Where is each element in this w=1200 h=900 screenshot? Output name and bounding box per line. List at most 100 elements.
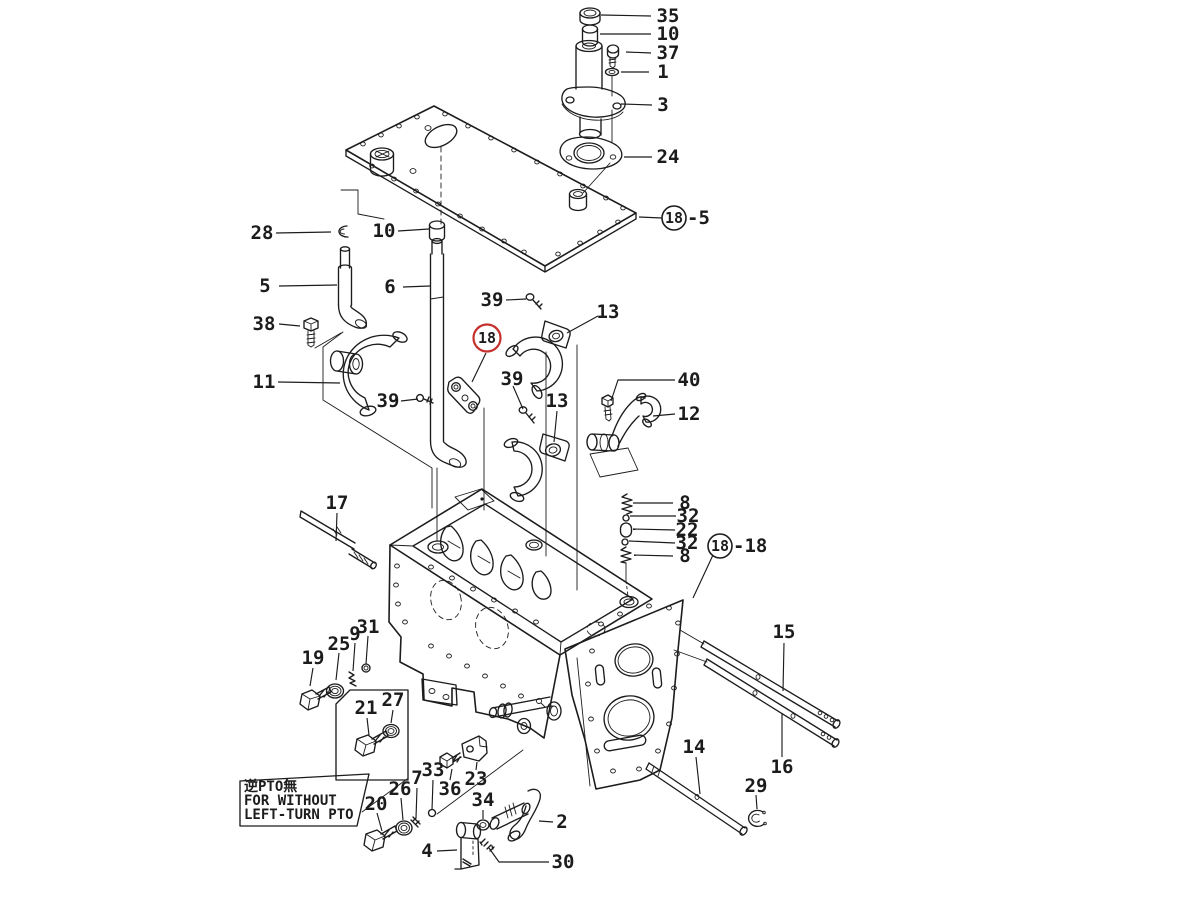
- svg-text:15: 15: [773, 621, 796, 643]
- part-label-3-4: 3: [657, 94, 668, 116]
- svg-text:38: 38: [253, 313, 276, 335]
- svg-text:12: 12: [678, 403, 701, 425]
- svg-text:2: 2: [556, 811, 567, 833]
- bracket-4: [454, 821, 482, 870]
- part-label-6-10: 6: [384, 276, 395, 298]
- svg-text:28: 28: [251, 222, 274, 244]
- svg-text:27: 27: [382, 689, 405, 711]
- svg-text:37: 37: [657, 42, 680, 64]
- top-cover-plate: [340, 105, 637, 273]
- svg-text:-5: -5: [687, 207, 710, 229]
- leader-line-32b: [628, 540, 676, 544]
- svg-text:7: 7: [411, 767, 422, 789]
- inset-box-21-27: [335, 689, 409, 781]
- transmission-case: [361, 344, 684, 815]
- leader-line-21: [366, 717, 370, 736]
- svg-text:4: 4: [421, 840, 432, 862]
- svg-text:8: 8: [679, 492, 690, 514]
- svg-text:39: 39: [501, 368, 524, 390]
- leader-line-14: [695, 756, 701, 795]
- leader-line-2: [538, 820, 554, 823]
- svg-text:23: 23: [465, 768, 488, 790]
- svg-text:9: 9: [349, 623, 360, 645]
- leader-line-5: [278, 284, 338, 287]
- part-label-38-11: 38: [253, 313, 276, 335]
- part-label-31-31: 31: [357, 616, 380, 638]
- pin-7: [410, 816, 421, 828]
- svg-text:8: 8: [679, 545, 690, 567]
- part-label-27-33: 27: [382, 689, 405, 711]
- label-circle: [707, 533, 733, 559]
- part-label-39-15: 39: [377, 390, 400, 412]
- shift-rail-16: [673, 629, 840, 748]
- rod-17: [299, 510, 377, 570]
- part-label-35-0: 35: [657, 5, 680, 27]
- part-label-1-3: 1: [657, 61, 668, 83]
- leader-line-6: [402, 285, 431, 288]
- leader-line-13a: [566, 315, 599, 334]
- part-label-16-47: 16: [771, 756, 794, 778]
- leader-line-26: [400, 797, 404, 821]
- leader-line-8b: [633, 554, 674, 557]
- svg-text:18: 18: [711, 537, 729, 555]
- part-label-28-7: 28: [251, 222, 274, 244]
- svg-text:40: 40: [678, 369, 701, 391]
- svg-text:11: 11: [253, 371, 276, 393]
- leader-line-18r: [471, 352, 487, 383]
- svg-text:29: 29: [745, 775, 768, 797]
- svg-text:10: 10: [657, 23, 680, 45]
- rod-14: [645, 762, 748, 836]
- svg-text:22: 22: [676, 519, 699, 541]
- svg-text:32: 32: [677, 505, 700, 527]
- svg-text:39: 39: [377, 390, 400, 412]
- detent-parts: [619, 493, 633, 597]
- leader-line-35: [600, 14, 652, 17]
- svg-text:1: 1: [657, 61, 668, 83]
- part-label-13-13: 13: [597, 301, 620, 323]
- part-label-20-34: 20: [365, 793, 388, 815]
- note-line-1: 逆PTO無: [244, 778, 297, 795]
- svg-text:16: 16: [771, 756, 794, 778]
- svg-text:25: 25: [328, 633, 351, 655]
- highlight-circle: [472, 323, 502, 353]
- part-label-22-23: 22: [676, 519, 699, 541]
- shift-rail-15: [700, 640, 841, 729]
- leader-line-27: [390, 709, 394, 724]
- shaft-collar-assembly: [488, 696, 562, 735]
- spring-pin-30: [479, 838, 495, 852]
- leader-line-9: [352, 642, 356, 672]
- bolt-36: [439, 752, 462, 769]
- leader-line-11: [277, 381, 341, 384]
- shift-rod-6: [428, 220, 467, 541]
- part-label-32-22: 32: [677, 505, 700, 527]
- note-line-2: FOR WITHOUT: [244, 793, 337, 809]
- leader-line-18-5: [638, 216, 663, 219]
- leader-line-29: [755, 794, 758, 810]
- svg-text:5: 5: [259, 275, 270, 297]
- part-label-30-43: 30: [552, 851, 575, 873]
- shift-cam-18: [447, 376, 495, 511]
- note-line-3: LEFT-TURN PTO: [244, 807, 354, 823]
- shift-fork-11: [314, 331, 433, 509]
- part-label-33-37: 33: [422, 759, 445, 781]
- leader-line-25: [335, 652, 340, 681]
- part-label-39-12: 39: [481, 289, 504, 311]
- leader-line-30: [488, 847, 549, 863]
- part-label-11-20: 11: [253, 371, 276, 393]
- shift-fork-12: [586, 392, 662, 478]
- shift-fork-13-upper: [505, 320, 571, 400]
- svg-text:18: 18: [478, 329, 496, 347]
- leader-line-7: [415, 787, 418, 819]
- part-label-7-36: 7: [411, 767, 422, 789]
- leader-line-10b: [397, 228, 430, 232]
- part-label-15-46: 15: [773, 621, 796, 643]
- part-label-8-25: 8: [679, 545, 690, 567]
- part-label-21-32: 21: [355, 697, 378, 719]
- part-label-14-44: 14: [683, 736, 706, 758]
- svg-text:-18: -18: [733, 535, 767, 557]
- leader-line-40: [610, 379, 675, 402]
- svg-text:18: 18: [665, 209, 683, 227]
- leader-line-12: [652, 413, 676, 417]
- part-label-9-30: 9: [349, 623, 360, 645]
